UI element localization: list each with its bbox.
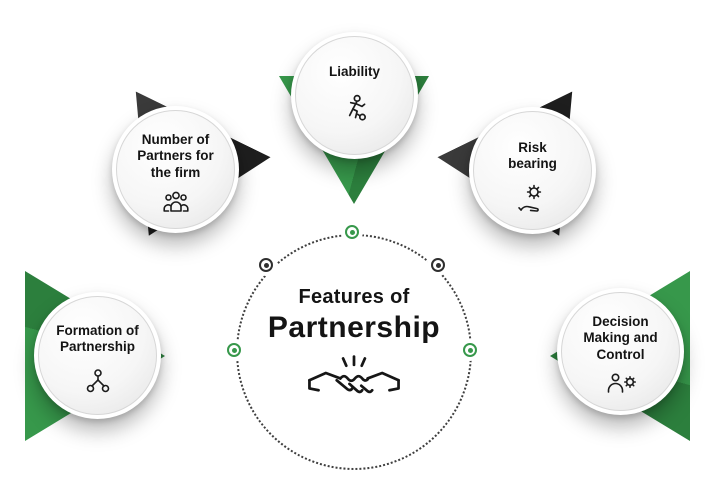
node-circle: Liability — [291, 32, 418, 159]
ring-marker-dot — [231, 347, 237, 353]
ring-marker-dot — [263, 262, 269, 268]
risk-gear-hand-icon — [516, 181, 550, 213]
ring-marker-upper-right — [431, 258, 445, 272]
ring-marker-top — [345, 225, 359, 239]
node-disc: Formation of Partnership — [38, 296, 157, 415]
partners-group-icon — [160, 187, 192, 217]
node-label: Formation of Partnership — [56, 323, 139, 355]
node-label: Risk bearing — [508, 140, 557, 172]
ring-marker-dot — [435, 262, 441, 268]
center-title-block: Features of Partnership — [247, 286, 461, 418]
node-disc: Decision Making and Control — [561, 292, 680, 411]
ring-marker-dot — [349, 229, 355, 235]
handshake-icon — [304, 353, 404, 418]
running-businessman-icon — [339, 92, 371, 124]
node-circle: Formation of Partnership — [34, 292, 161, 419]
node-disc: Liability — [295, 36, 414, 155]
diagram-title-line2: Partnership — [267, 311, 441, 344]
ring-marker-dot — [467, 347, 473, 353]
node-circle: Risk bearing — [469, 107, 596, 234]
ring-marker-upper-left — [259, 258, 273, 272]
node-label: Liability — [328, 64, 380, 79]
ring-marker-left — [227, 343, 241, 357]
formation-network-icon — [83, 366, 113, 396]
node-circle: Number of Partners for the firm — [112, 106, 239, 233]
ring-marker-right — [463, 343, 477, 357]
decision-person-gear-icon — [604, 369, 638, 397]
diagram-title-line1: Features of — [298, 286, 410, 308]
node-disc: Risk bearing — [473, 111, 592, 230]
node-label: Number of Partners for the firm — [137, 132, 214, 180]
node-circle: Decision Making and Control — [557, 288, 684, 415]
node-disc: Number of Partners for the firm — [116, 110, 235, 229]
node-label: Decision Making and Control — [583, 314, 658, 362]
